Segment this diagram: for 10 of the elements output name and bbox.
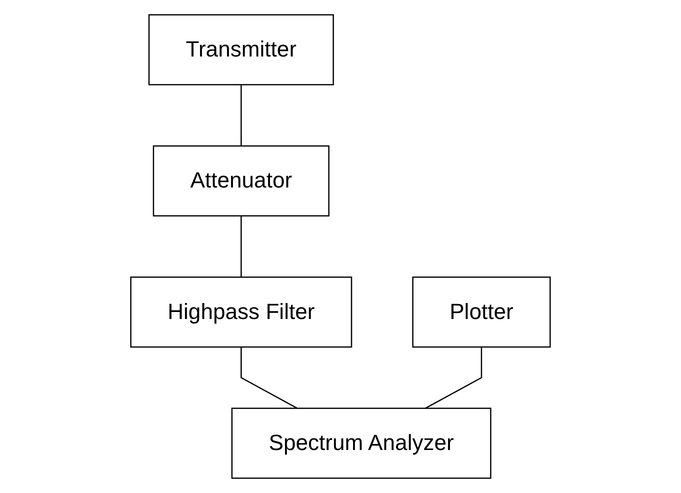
connector [240,347,298,409]
block-diagram: Transmitter Attenuator Highpass Filter Plotter Spectrum Analyzer [121,5,560,488]
connector [240,84,242,146]
node-box [130,276,352,348]
node-box [412,276,551,348]
node-box [148,14,334,86]
node-box [152,145,330,216]
connector [240,216,242,278]
connector [425,347,482,409]
node-box [231,408,492,479]
